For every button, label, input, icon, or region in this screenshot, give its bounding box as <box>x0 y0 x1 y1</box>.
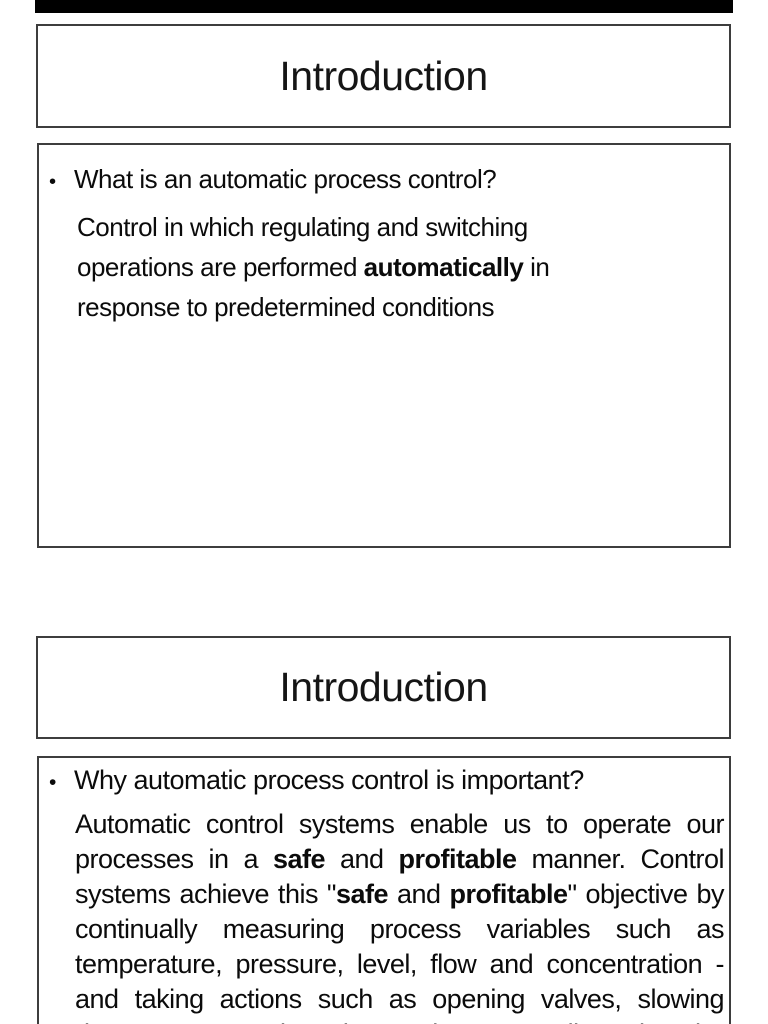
slide2-bullet-item: • Why automatic process control is impor… <box>39 762 729 801</box>
paragraph-line: temperature, pressure, level, flow and c… <box>75 949 725 979</box>
paragraph-line: processes in a safe and profitable manne… <box>75 844 724 874</box>
slide1-bullet-text: What is an automatic process control? <box>74 164 497 194</box>
paragraph-line: operations are performed automatically i… <box>77 252 550 282</box>
slide1-title-box: Introduction <box>36 24 731 128</box>
paragraph-line: systems achieve this "safe and profitabl… <box>75 879 724 909</box>
slide2-content-box: • Why automatic process control is impor… <box>37 756 731 1024</box>
bullet-icon: • <box>49 771 56 794</box>
slide1-paragraph: Control in which regulating and switchin… <box>77 207 729 327</box>
bullet-icon: • <box>49 171 56 193</box>
paragraph-line: Automatic control systems enable us to o… <box>75 809 725 839</box>
slide2-paragraph: Automatic control systems enable us to o… <box>75 807 725 1024</box>
paragraph-line: response to predetermined conditions <box>77 292 495 322</box>
paragraph-line: Control in which regulating and switchin… <box>77 212 528 242</box>
paragraph-line: and taking actions such as opening valve… <box>75 984 725 1014</box>
slide2-title: Introduction <box>279 664 488 710</box>
previous-page-fragment <box>35 0 733 13</box>
slide2-bullet-text: Why automatic process control is importa… <box>74 765 584 795</box>
slide1-content-box: • What is an automatic process control? … <box>37 143 731 548</box>
slide2-title-box: Introduction <box>36 636 731 739</box>
slide1-bullet-item: • What is an automatic process control? <box>39 159 729 202</box>
paragraph-line: continually measuring process variables … <box>75 914 725 944</box>
paragraph-line: down pumps and turning up heaters - all … <box>75 1017 725 1024</box>
slide1-title: Introduction <box>279 52 488 99</box>
